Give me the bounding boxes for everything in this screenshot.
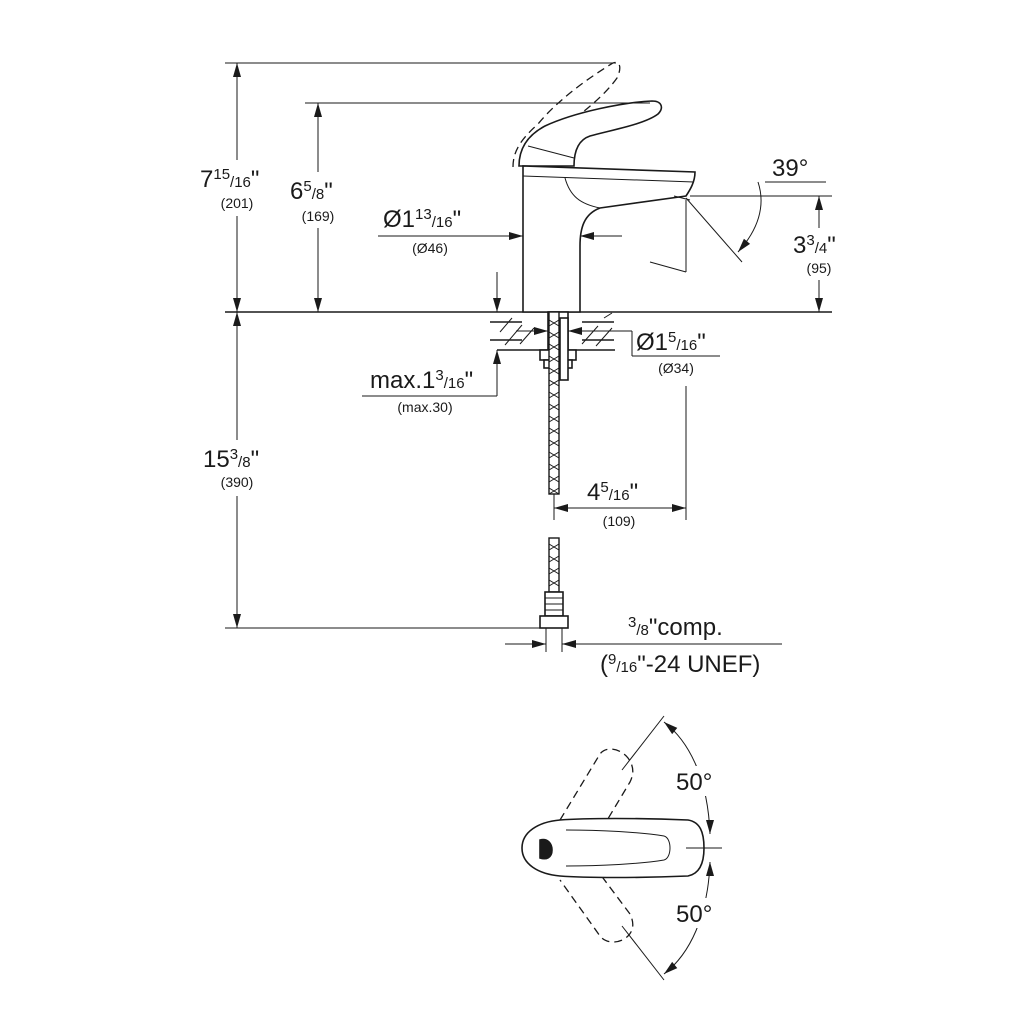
top-view: 50° 50° xyxy=(521,715,728,981)
connection-thread-label: (9/16"-24 UNEF) xyxy=(600,651,760,678)
body-top-line xyxy=(522,175,695,183)
supply-hose xyxy=(548,311,560,495)
body-diameter-label: Ø113/16" xyxy=(383,206,461,233)
hose-length-label: 153/8" xyxy=(203,446,259,473)
rotation-ref-lower xyxy=(621,925,665,981)
total-height-label: 715/16" xyxy=(200,166,259,193)
spout-underside-curve xyxy=(564,177,601,209)
max-thickness-label: max.13/16" xyxy=(370,367,473,394)
connection-label: 3/8"comp. xyxy=(628,614,723,641)
outlet-height-metric: (95) xyxy=(807,260,832,276)
total-height-metric: (201) xyxy=(221,195,254,211)
side-view: 715/16" (201) 65/8" (169) Ø113/16" (Ø46)… xyxy=(190,61,850,678)
handle-detail xyxy=(527,145,575,159)
top-view-body xyxy=(521,817,705,879)
spout-reach-metric: (109) xyxy=(603,513,636,529)
top-view-lever-tip xyxy=(539,838,553,860)
supply-hose-lower xyxy=(539,537,569,652)
spout-height-metric: (169) xyxy=(302,208,335,224)
outlet-height-label: 33/4" xyxy=(793,232,836,259)
rotation-right-label: 50° xyxy=(676,901,712,928)
angle-ref-inclined xyxy=(685,197,743,263)
hole-diameter-label: Ø15/16" xyxy=(636,329,706,356)
faucet-handle xyxy=(518,100,663,167)
rotation-ref-upper xyxy=(621,715,665,771)
spout-reach-label: 45/16" xyxy=(587,479,638,506)
top-view-lever-outline xyxy=(565,829,671,867)
rotation-left-label: 50° xyxy=(676,769,712,796)
spout-height-label: 65/8" xyxy=(290,178,333,205)
spout-reach-tick xyxy=(649,261,687,273)
threaded-rod xyxy=(559,317,569,381)
spout-angle-label: 39° xyxy=(772,155,808,182)
max-thickness-metric: (max.30) xyxy=(397,399,452,415)
angle-arc xyxy=(737,181,762,253)
body-diameter-metric: (Ø46) xyxy=(412,240,448,256)
handle-rotated-right-outline xyxy=(559,865,634,943)
compression-nut xyxy=(539,615,569,629)
hole-diameter-metric: (Ø34) xyxy=(658,360,694,376)
handle-rotated-left-outline xyxy=(559,748,634,843)
faucet-body xyxy=(522,165,696,313)
hose-length-metric: (390) xyxy=(221,474,254,490)
